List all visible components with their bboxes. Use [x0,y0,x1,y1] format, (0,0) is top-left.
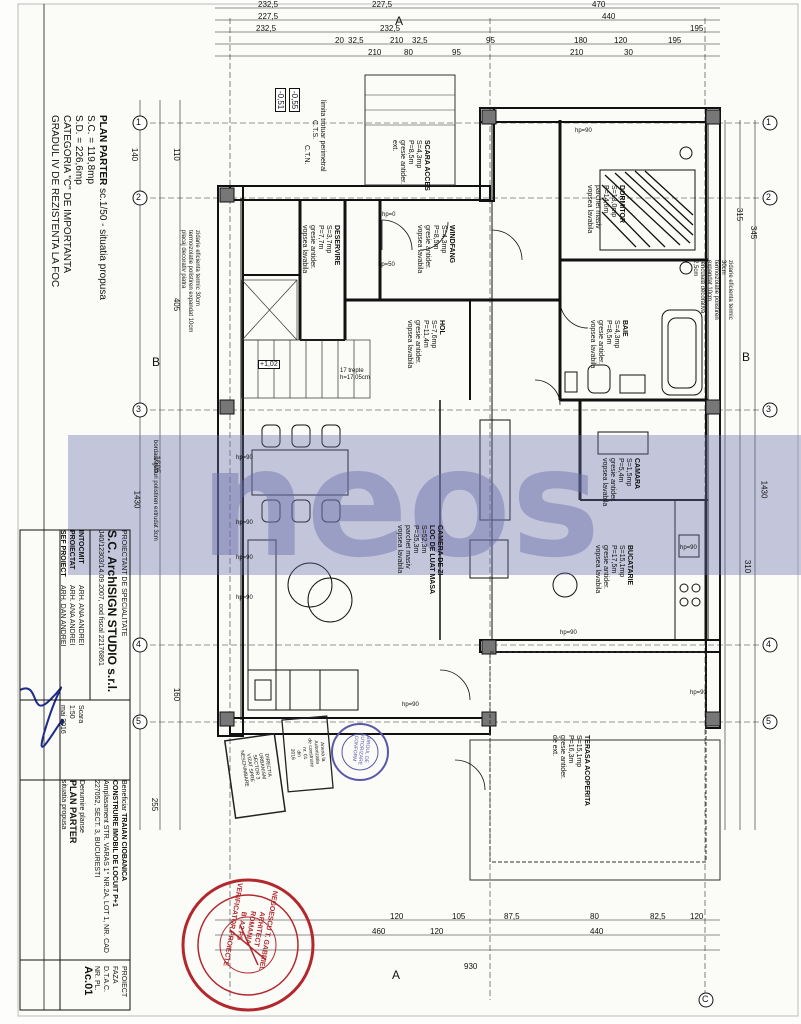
plan-fire-grade: GRADUL IV DE REZISTENTA LA FOC [49,115,60,288]
entry-steps [364,74,456,186]
designer-label: PROIECTANT DE SPECIALITATE [120,530,127,637]
verifier-stamp [181,878,315,1012]
terrace-edge [469,739,721,881]
level-marker-1: -0,51 [275,88,286,113]
title-block-frame [19,529,131,1011]
dimension-lines [139,7,756,951]
svg-text:neos: neos [200,417,601,591]
plan-category: CATEGORIA "C" DE IMPORTANTA [61,115,72,274]
level-label-2: C.T.N. [303,145,310,165]
left-dims: 140 110 405 1605 1430 160 255 [130,147,182,812]
axis-markers-left [132,115,778,1008]
plan-sd: S.D. = 226,6mp [73,115,84,185]
level-marker-2: -0,55 [289,88,300,113]
bathroom-fixtures [564,309,703,396]
bottom-dims: 120 105 87,5 80 82,5 120 460 120 440 930 [372,912,704,971]
bed [599,146,696,275]
company-sub: J40/12303/14.09.2007, cod fiscal 2217686… [97,530,104,666]
blue-stamp [331,723,389,781]
title-block: PROIECTANT DE SPECIALITATE S.C. ArchISIG… [59,530,127,998]
terrace-area [489,651,707,863]
dining-table [251,424,349,523]
level-label-1: C.T.S. [311,120,318,140]
tb-row-2: PROIECTATARH. ANA ANDREI [68,530,75,646]
plan-status: situatia propusa [97,229,108,300]
tb-row-3: SEF PROIECTARH. DAN ANDREI [59,530,66,647]
door-swings [381,219,589,791]
right-dims: 315 345 1430 310 [735,207,769,574]
plan-info-block: PLAN PARTER sc.1/50 - situatia propusa S… [28,115,108,415]
level-note: limita trotuar perimetral [319,100,326,172]
plan-su: S.C. = 119,8mp [85,115,96,185]
living-furniture [247,419,578,711]
kitchen-fixtures [597,431,706,641]
interior-stair [241,279,371,399]
top-dims: 232,5 227,5 470 227,5 440 232,5 232,5 19… [256,0,704,57]
plan-scale: sc.1/50 [97,188,108,221]
rect-stamps [223,715,334,819]
plan-title: PLAN PARTER [97,115,108,186]
watermark: neos [68,417,801,591]
company-name: S.C. ArchISIGN STUDIO s.r.l. [105,530,119,693]
tb-row-1: INTOCMITARH. ANA ANDREI [77,530,84,646]
structural-columns [219,109,721,727]
